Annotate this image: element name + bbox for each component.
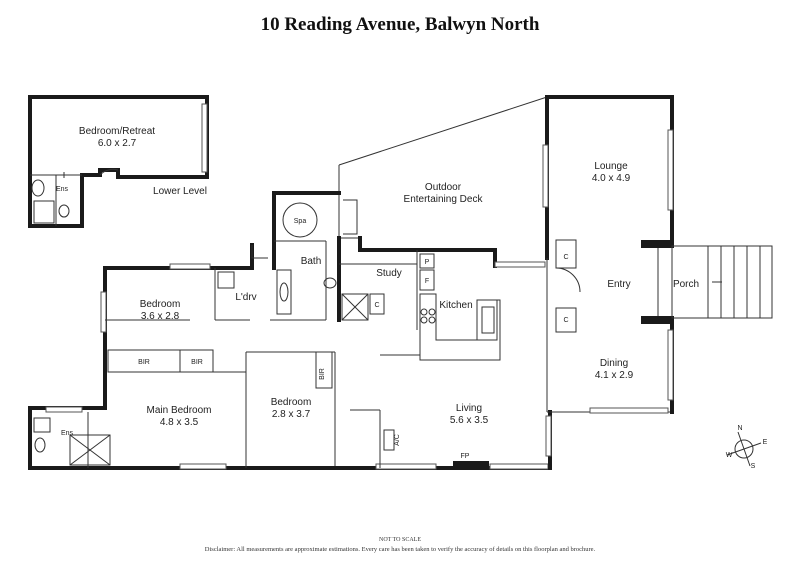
living-label: Living (456, 403, 482, 414)
cupboard-label-entry: C (563, 317, 568, 324)
scale-note: NOT TO SCALE (378, 537, 421, 543)
cupboard-label-lounge: C (563, 254, 568, 261)
study-label: Study (376, 268, 402, 279)
lower-level-label: Lower Level (153, 186, 207, 197)
bir2-label: BIR (191, 359, 203, 366)
ens-main-label: Ens (61, 430, 74, 437)
bedroom-retreat-size: 6.0 x 2.7 (98, 138, 137, 149)
entry-label: Entry (607, 279, 630, 290)
bath-label: Bath (301, 256, 322, 267)
living-walls (333, 354, 552, 470)
main-bedroom-size: 4.8 x 3.5 (160, 417, 199, 428)
bedroom3-size: 2.8 x 3.7 (272, 409, 311, 420)
main-bedroom-walls (28, 349, 337, 470)
fireplace-label: FP (461, 453, 470, 460)
bedroom2-label: Bedroom (140, 299, 181, 310)
kitchen-label: Kitchen (439, 300, 472, 311)
dining-entry-walls (546, 239, 674, 414)
bedroom3-label: Bedroom (271, 397, 312, 408)
compass-s: S (751, 463, 756, 470)
lounge-walls (542, 95, 674, 260)
dining-size: 4.1 x 2.9 (595, 370, 634, 381)
deck-outline (338, 96, 548, 239)
deck-label-line1: Outdoor (425, 182, 462, 193)
ac-label: A/C (394, 434, 401, 446)
compass-w: W (726, 452, 733, 459)
fridge-label: F (425, 278, 429, 285)
dining-label: Dining (600, 358, 628, 369)
bedroom2-size: 3.6 x 2.8 (141, 311, 180, 322)
bir3-label: BIR (319, 368, 326, 380)
cupboard-label-study: C (374, 302, 379, 309)
ens-lower-label: Ens (56, 186, 69, 193)
bedroom2-laundry-walls (100, 243, 326, 357)
compass-rose (726, 431, 762, 467)
compass-n: N (737, 425, 742, 432)
pantry-label: P (425, 259, 430, 266)
spa-label: Spa (294, 218, 307, 225)
lounge-size: 4.0 x 4.9 (592, 173, 631, 184)
disclaimer-text: Disclaimer: All measurements are approxi… (204, 546, 596, 553)
bath-study-kitchen-walls (272, 191, 546, 361)
living-size: 5.6 x 3.5 (450, 415, 489, 426)
deck-label-line2: Entertaining Deck (404, 194, 484, 205)
lower-level-block (28, 95, 209, 228)
compass-e: E (763, 439, 768, 446)
main-bedroom-label: Main Bedroom (146, 405, 211, 416)
lounge-label: Lounge (594, 161, 628, 172)
bir1-label: BIR (138, 359, 150, 366)
laundry-label: L'drv (235, 292, 256, 303)
porch-steps (671, 245, 773, 319)
floorplan-title: 10 Reading Avenue, Balwyn North (260, 14, 540, 35)
bedroom-retreat-label: Bedroom/Retreat (79, 126, 155, 137)
porch-label: Porch (673, 279, 699, 290)
